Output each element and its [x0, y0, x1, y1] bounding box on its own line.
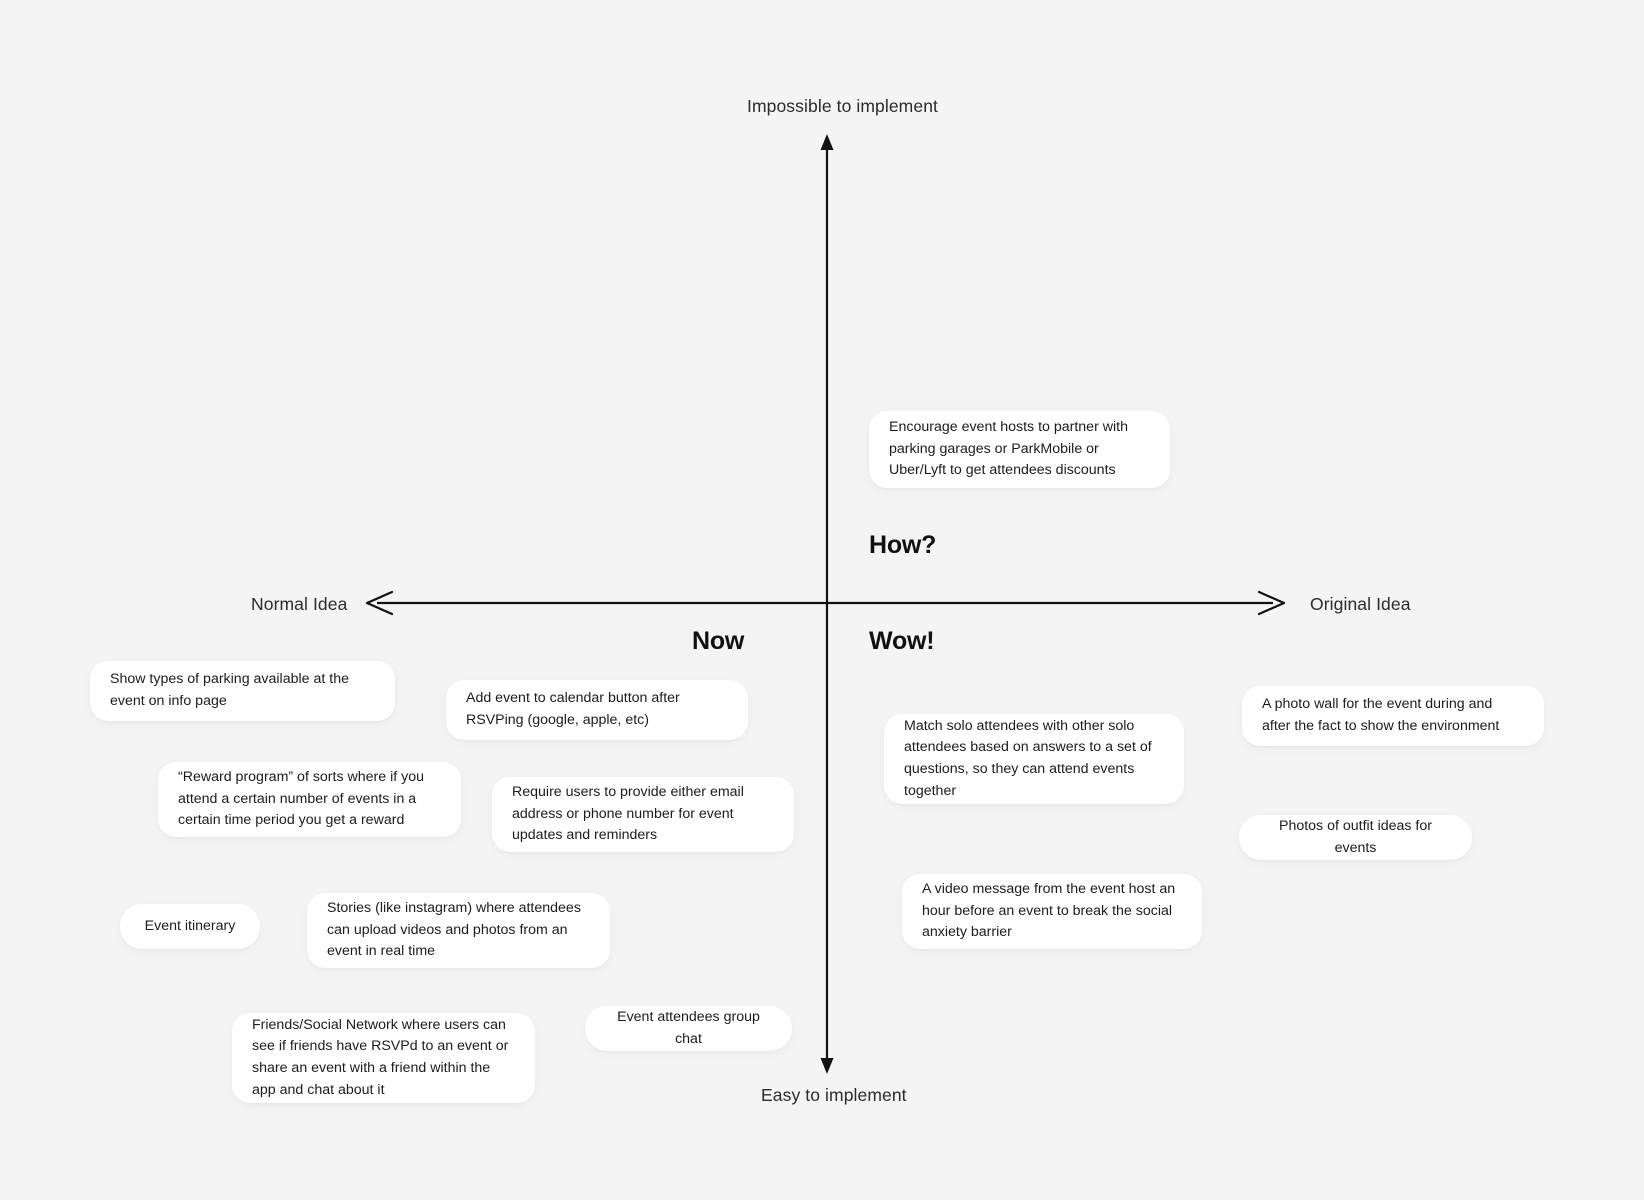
sticky-note-text: Show types of parking available at the e…	[110, 671, 349, 709]
sticky-note-text: Friends/Social Network where users can s…	[252, 1016, 509, 1098]
sticky-note-parking-types[interactable]: Show types of parking available at the e…	[90, 661, 395, 721]
sticky-note-text: A photo wall for the event during and af…	[1262, 696, 1500, 734]
axis-label-impossible-to-implement: Impossible to implement	[747, 96, 938, 116]
sticky-note-text: Encourage event hosts to partner with pa…	[889, 419, 1128, 479]
axis-label-easy-to-implement: Easy to implement	[761, 1085, 907, 1105]
horizontal-axis-right-arrow	[1257, 590, 1286, 616]
sticky-note-video-message[interactable]: A video message from the event host an h…	[902, 874, 1202, 949]
sticky-note-match-solo-attendees[interactable]: Match solo attendees with other solo att…	[884, 714, 1184, 804]
sticky-note-event-itinerary[interactable]: Event itinerary	[120, 904, 260, 949]
sticky-note-reward-program[interactable]: “Reward program” of sorts where if you a…	[158, 762, 461, 837]
sticky-note-stories[interactable]: Stories (like instagram) where attendees…	[307, 893, 610, 968]
sticky-note-require-contact[interactable]: Require users to provide either email ad…	[492, 777, 794, 852]
sticky-note-text: Match solo attendees with other solo att…	[904, 717, 1152, 799]
sticky-note-friends-social-network[interactable]: Friends/Social Network where users can s…	[232, 1013, 535, 1103]
sticky-note-text: Require users to provide either email ad…	[512, 784, 744, 844]
axis-label-original-idea: Original Idea	[1310, 594, 1411, 614]
sticky-note-photo-wall[interactable]: A photo wall for the event during and af…	[1242, 686, 1544, 746]
vertical-axis-top-arrow	[820, 134, 834, 150]
sticky-note-text: Add event to calendar button after RSVPi…	[466, 690, 680, 728]
quadrant-title-how: How?	[869, 531, 937, 559]
sticky-note-group-chat[interactable]: Event attendees group chat	[585, 1006, 792, 1051]
sticky-note-text: “Reward program” of sorts where if you a…	[178, 769, 425, 829]
sticky-note-text: Event itinerary	[144, 917, 236, 934]
sticky-note-parking-partners[interactable]: Encourage event hosts to partner with pa…	[869, 411, 1170, 488]
sticky-note-add-to-calendar[interactable]: Add event to calendar button after RSVPi…	[446, 680, 748, 740]
quadrant-title-wow: Wow!	[869, 627, 935, 655]
axis-label-normal-idea: Normal Idea	[251, 594, 348, 614]
sticky-note-text: Event attendees group chat	[617, 1008, 760, 1047]
horizontal-axis-left-arrow	[365, 590, 394, 616]
sticky-note-text: A video message from the event host an h…	[922, 881, 1176, 941]
sticky-note-text: Stories (like instagram) where attendees…	[327, 900, 581, 960]
quadrant-title-now: Now	[692, 627, 745, 655]
vertical-axis-bottom-arrow	[820, 1058, 834, 1074]
sticky-note-outfit-ideas[interactable]: Photos of outfit ideas for events	[1239, 815, 1472, 860]
sticky-note-text: Photos of outfit ideas for events	[1278, 817, 1432, 856]
